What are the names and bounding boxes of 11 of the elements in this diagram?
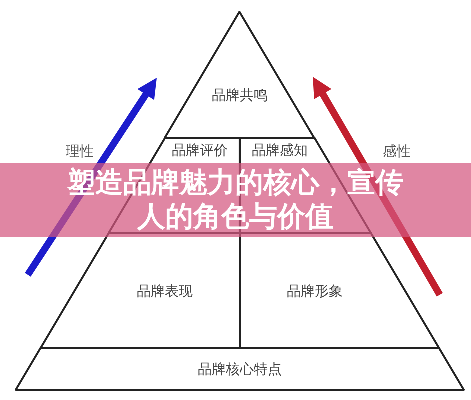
tier-label: 品牌形象	[287, 284, 343, 300]
tier-label: 品牌评价	[172, 143, 228, 159]
pyramid-tier	[164, 11, 316, 139]
arrow-label: 感性	[383, 144, 411, 160]
tier-label: 品牌共鸣	[212, 88, 268, 104]
pyramid-tier	[15, 347, 465, 391]
tier-label: 品牌表现	[136, 284, 193, 300]
tier-label: 品牌感知	[252, 143, 308, 159]
title: 塑造品牌魅力的核心，宣传人的角色与价值	[66, 166, 404, 234]
tier-label: 品牌核心特点	[198, 362, 282, 378]
arrow-label: 理性	[66, 144, 94, 160]
